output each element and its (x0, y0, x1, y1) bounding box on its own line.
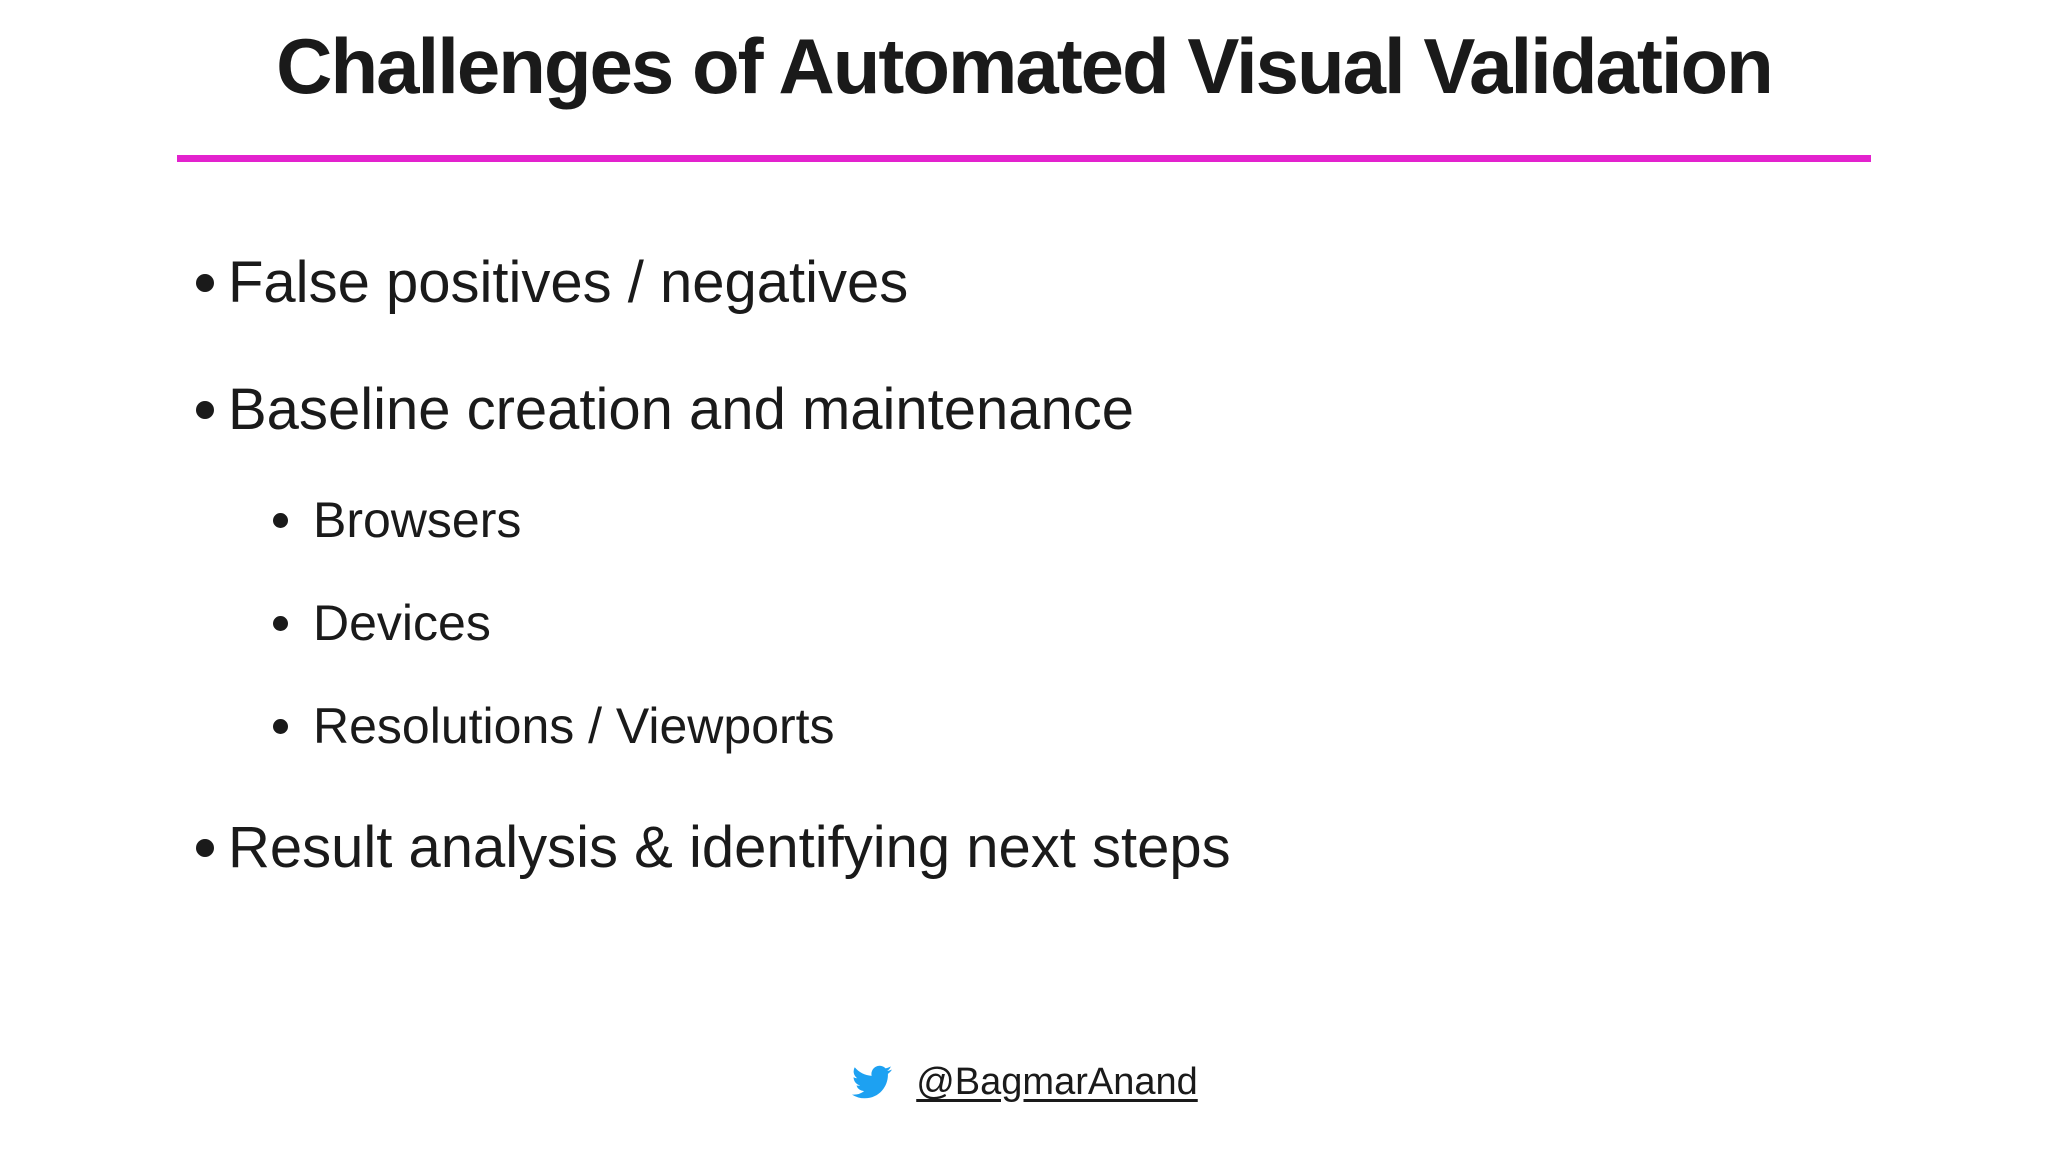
sub-bullet-item: Resolutions / Viewports (273, 696, 1231, 756)
sub-bullet-item: Devices (273, 593, 1231, 653)
bullet-dot (196, 274, 214, 292)
bullet-dot (196, 401, 214, 419)
bullet-list: False positives / negatives Baseline cre… (196, 248, 1231, 883)
title-divider (177, 155, 1871, 162)
slide-title: Challenges of Automated Visual Validatio… (276, 22, 1774, 110)
bullet-label: False positives / negatives (228, 250, 909, 315)
bullet-label: Baseline creation and maintenance (228, 377, 1135, 442)
bullet-item: Baseline creation and maintenance (196, 375, 1231, 445)
bullet-dot (273, 512, 288, 528)
bullet-dot (273, 718, 288, 734)
bullet-item: False positives / negatives (196, 248, 1231, 318)
sub-bullet-list: Browsers Devices Resolutions / Viewports (273, 490, 1231, 756)
slide-footer: @BagmarAnand (0, 1060, 2048, 1104)
twitter-handle-link[interactable]: @BagmarAnand (916, 1061, 1198, 1103)
bullet-label: Result analysis & identifying next steps (228, 815, 1231, 880)
twitter-bird-path (852, 1065, 893, 1099)
bullet-dot (273, 615, 288, 631)
bullet-item: Result analysis & identifying next steps (196, 813, 1231, 883)
sub-bullet-label: Devices (313, 595, 491, 651)
sub-bullet-label: Browsers (313, 492, 522, 548)
sub-bullet-item: Browsers (273, 490, 1231, 550)
bullet-dot (196, 839, 214, 857)
sub-bullet-label: Resolutions / Viewports (313, 698, 835, 754)
twitter-bird-icon (852, 1065, 893, 1099)
